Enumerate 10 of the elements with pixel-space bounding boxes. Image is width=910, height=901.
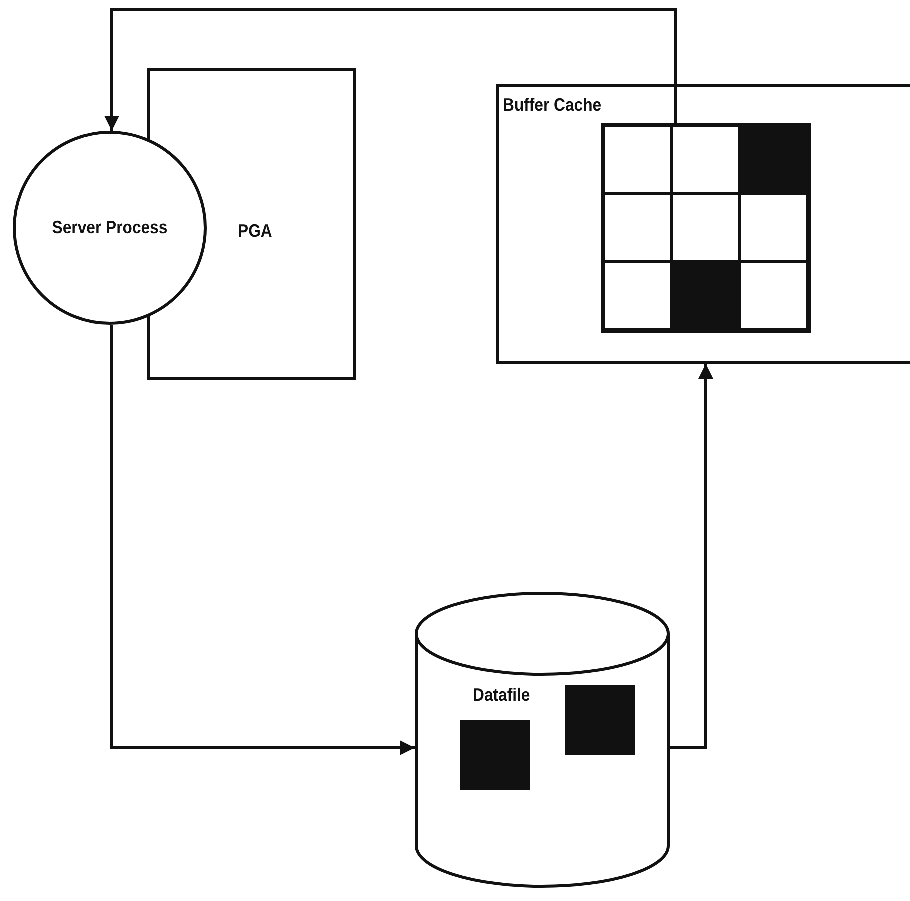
arrow xyxy=(104,8,678,131)
node-label: Datafile xyxy=(473,685,530,706)
node-label: Server Process xyxy=(52,218,168,238)
arrow xyxy=(110,325,415,756)
cache-box xyxy=(496,84,910,364)
node-label: PGA xyxy=(238,221,272,242)
node-label: Buffer Cache xyxy=(503,95,602,116)
arrow xyxy=(670,364,714,750)
database-cylinder xyxy=(415,592,670,888)
block-grid xyxy=(601,123,811,333)
